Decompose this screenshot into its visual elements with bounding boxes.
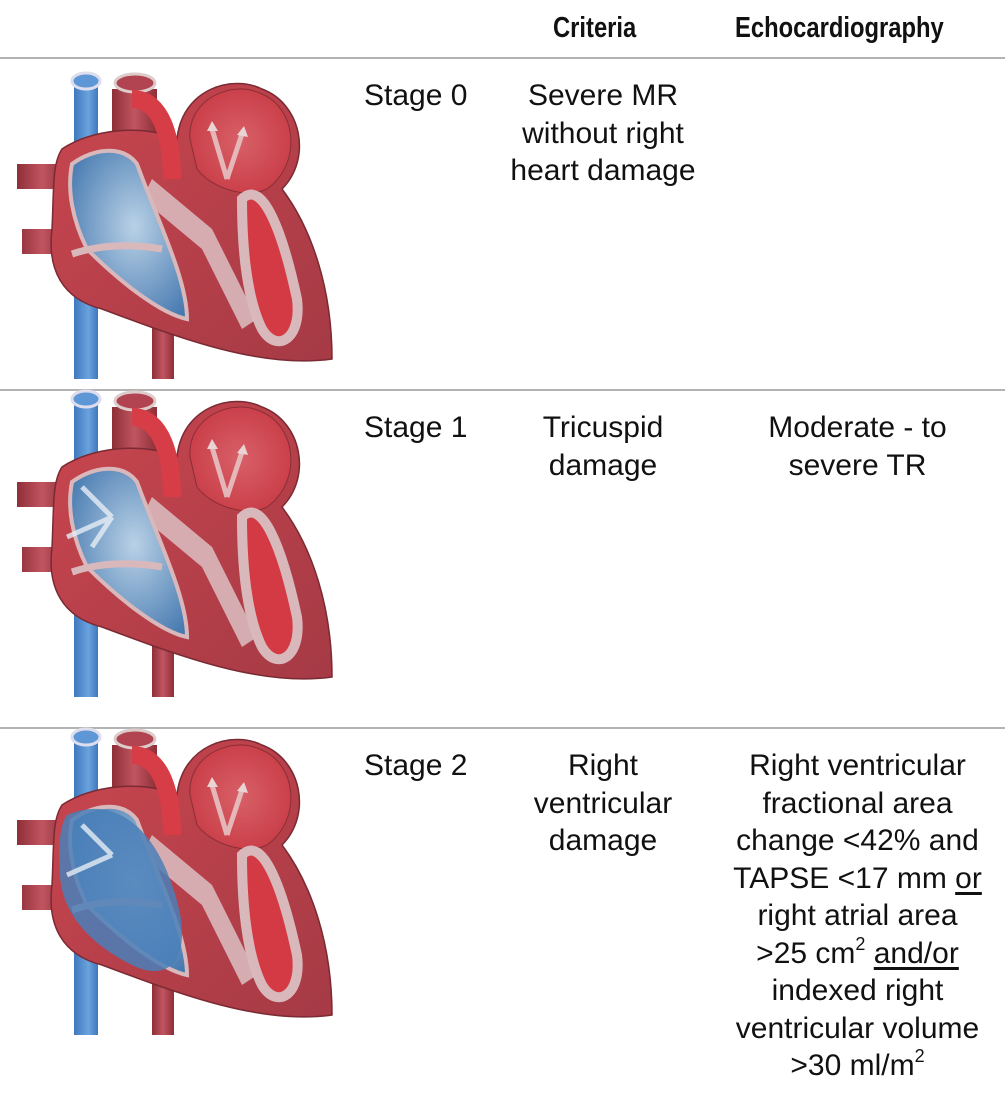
stage-label: Stage 0 [364, 79, 468, 112]
criteria-line: without right [522, 116, 684, 150]
echo-text: >25 cm [756, 936, 856, 970]
criteria-cell: Tricuspid damage [490, 409, 716, 484]
heart-illustration-stage-2 [12, 725, 352, 1045]
echo-underlined-or: or [955, 861, 982, 895]
divider [0, 57, 1005, 59]
echo-line: Moderate - to [768, 411, 947, 444]
echo-line: change <42% and [736, 824, 979, 857]
echo-line: >25 cm2 and/or [715, 935, 1000, 973]
criteria-line: damage [548, 448, 658, 482]
superscript: 2 [914, 1046, 925, 1066]
echo-space [865, 937, 873, 970]
echo-line: Right ventricular [749, 749, 966, 782]
echo-line: TAPSE <17 mm or [715, 860, 1000, 898]
heart-illustration-stage-0 [12, 69, 352, 389]
echo-text: >30 ml/m [790, 1049, 915, 1082]
header-echocardiography: Echocardiography [735, 12, 944, 44]
criteria-line: Tricuspid [542, 411, 664, 444]
echo-line: right atrial area [757, 899, 958, 932]
stage-label: Stage 2 [364, 749, 468, 782]
criteria-line: damage [548, 824, 658, 857]
criteria-line: ventricular [533, 786, 673, 820]
criteria-line: heart damage [510, 154, 696, 187]
echo-line: >30 ml/m2 [715, 1047, 1000, 1085]
divider [0, 389, 1005, 391]
divider [0, 727, 1005, 729]
stage-0-row: Stage 0 Severe MR without right heart da… [0, 59, 1005, 389]
stage-label: Stage 1 [364, 411, 468, 444]
criteria-cell: Right ventricular damage [490, 747, 716, 860]
echo-cell: Moderate - to severe TR [715, 409, 1000, 484]
criteria-cell: Severe MR without right heart damage [490, 77, 716, 190]
superscript: 2 [855, 933, 866, 954]
echo-line: ventricular volume [735, 1011, 980, 1045]
echo-line: fractional area [762, 786, 953, 820]
echo-text: TAPSE <17 mm [733, 861, 956, 895]
echo-line: severe TR [788, 448, 927, 482]
echo-underlined-and-or: and/or [873, 936, 959, 970]
heart-illustration-stage-1 [12, 387, 352, 707]
echo-cell: Right ventricular fractional area change… [715, 747, 1000, 1085]
criteria-line: Right [567, 749, 639, 782]
header-criteria: Criteria [553, 12, 637, 44]
stage-2-row: Stage 2 Right ventricular damage Right v… [0, 729, 1005, 1099]
echo-line: indexed right [771, 974, 944, 1007]
stage-1-row: Stage 1 Tricuspid damage Moderate - to s… [0, 391, 1005, 727]
criteria-line: Severe MR [527, 79, 679, 112]
